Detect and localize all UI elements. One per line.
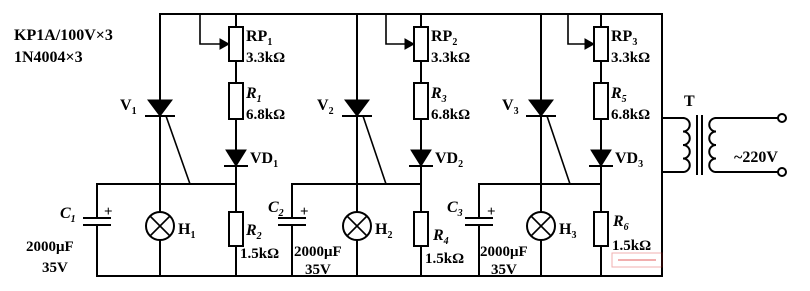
resistor-r3-label: R3 xyxy=(430,85,447,105)
watermark-mark xyxy=(611,252,663,268)
transformer-primary-coil xyxy=(708,116,718,174)
pot-2-label: RP2 xyxy=(431,28,457,48)
diode-vd2-symbol xyxy=(410,149,432,167)
capacitor-c3-label: C3 xyxy=(447,199,463,219)
scr-2-symbol xyxy=(344,99,370,117)
mains-voltage-label: ~220V xyxy=(734,149,778,166)
pot-3-wiper xyxy=(567,14,587,45)
pot-3-symbol xyxy=(593,26,609,62)
resistor-r5-value: 6.8kΩ xyxy=(611,107,650,123)
resistor-r2-symbol xyxy=(228,211,244,247)
scr-1-gate-lead xyxy=(165,115,191,185)
pot-2-wiper xyxy=(385,14,407,45)
resistor-r1-value: 6.8kΩ xyxy=(246,107,285,123)
pot-2-value: 3.3kΩ xyxy=(431,50,470,66)
c1-feed-wire xyxy=(96,183,191,219)
mains-terminal-top xyxy=(777,113,787,123)
capacitor-c2-polarity: + xyxy=(300,204,309,220)
resistor-r1-symbol xyxy=(228,82,244,120)
lamp-1-label: H1 xyxy=(178,221,195,241)
transformer: T ~220V xyxy=(661,93,787,177)
diode-vd2-label: VD2 xyxy=(435,150,463,170)
scr-part-note: KP1A/100V×3 xyxy=(14,27,113,44)
c3-feed-wire xyxy=(478,183,571,219)
scr-3-gate-lead xyxy=(546,115,571,185)
capacitor-c1-voltage: 35V xyxy=(42,260,68,276)
resistor-r2-value: 1.5kΩ xyxy=(240,246,279,262)
diode-vd3-symbol xyxy=(590,149,612,167)
pot-1-symbol xyxy=(228,26,244,62)
capacitor-c1-value: 2000μF xyxy=(26,239,74,255)
scr-3-symbol xyxy=(528,99,554,117)
lamp-2-label: H2 xyxy=(375,221,392,241)
scr-1-symbol xyxy=(147,99,173,117)
resistor-r5-label: R5 xyxy=(610,85,627,105)
capacitor-c1-polarity: + xyxy=(104,204,113,220)
resistor-r4-symbol xyxy=(413,211,429,247)
resistor-r2-label: R2 xyxy=(245,222,262,242)
lamp-1-cross xyxy=(149,215,171,237)
transformer-secondary-coil xyxy=(681,116,691,174)
pot-2-symbol xyxy=(413,26,429,62)
pot-2-wiper-arrow xyxy=(404,38,416,50)
scr-1-label: V1 xyxy=(120,97,137,117)
scr-2-gate-lead xyxy=(362,115,387,185)
lamp-2-cross xyxy=(346,215,368,237)
lamp-3-cross xyxy=(530,215,552,237)
scr-2-label: V2 xyxy=(317,97,334,117)
transformer-label: T xyxy=(684,93,695,110)
capacitor-c3-value: 2000μF xyxy=(480,244,528,260)
stage-2: + RP2 3.3kΩ R3 6.8kΩ V2 VD2 H2 C2 2000μF… xyxy=(268,13,470,278)
diode-vd3-label: VD3 xyxy=(615,150,643,170)
stage-3: + RP3 3.3kΩ R5 6.8kΩ V3 VD3 H3 C3 2000μF… xyxy=(447,13,651,278)
resistor-r6-symbol xyxy=(593,211,609,247)
stage-1: + RP1 3.3kΩ R1 6.8kΩ V1 VD1 H1 C1 2000μF… xyxy=(26,13,285,277)
pot-3-label: RP3 xyxy=(611,28,637,48)
watermark-box xyxy=(611,252,663,268)
pot-3-value: 3.3kΩ xyxy=(611,50,650,66)
resistor-r4-label: R4 xyxy=(432,227,449,247)
pot-1-value: 3.3kΩ xyxy=(246,50,285,66)
c2-feed-wire xyxy=(291,183,387,219)
mains-terminal-bottom xyxy=(777,167,787,177)
pot-1-wiper-arrow xyxy=(219,38,231,50)
pot-3-wiper-arrow xyxy=(584,38,596,50)
lamp-3-label: H3 xyxy=(559,221,576,241)
pot-1-label: RP1 xyxy=(246,28,272,48)
diode-vd1-symbol xyxy=(225,149,247,167)
capacitor-c2-label: C2 xyxy=(268,199,284,219)
pot-1-wiper xyxy=(199,14,222,45)
capacitor-c2-value: 2000μF xyxy=(294,244,342,260)
capacitor-c2-voltage: 35V xyxy=(305,262,331,278)
capacitor-c3-voltage: 35V xyxy=(491,262,517,278)
resistor-r3-symbol xyxy=(413,82,429,120)
resistor-r3-value: 6.8kΩ xyxy=(431,107,470,123)
scr-3-label: V3 xyxy=(502,97,519,117)
resistor-r1-label: R1 xyxy=(245,85,262,105)
diode-part-note: 1N4004×3 xyxy=(14,49,83,66)
resistor-r5-symbol xyxy=(593,82,609,120)
capacitor-c3-polarity: + xyxy=(487,204,496,220)
capacitor-c1-label: C1 xyxy=(60,205,76,225)
resistor-r4-value: 1.5kΩ xyxy=(425,251,464,267)
diode-vd1-label: VD1 xyxy=(250,150,278,170)
resistor-r6-label: R6 xyxy=(612,213,629,233)
resistor-r6-value: 1.5kΩ xyxy=(612,238,651,254)
